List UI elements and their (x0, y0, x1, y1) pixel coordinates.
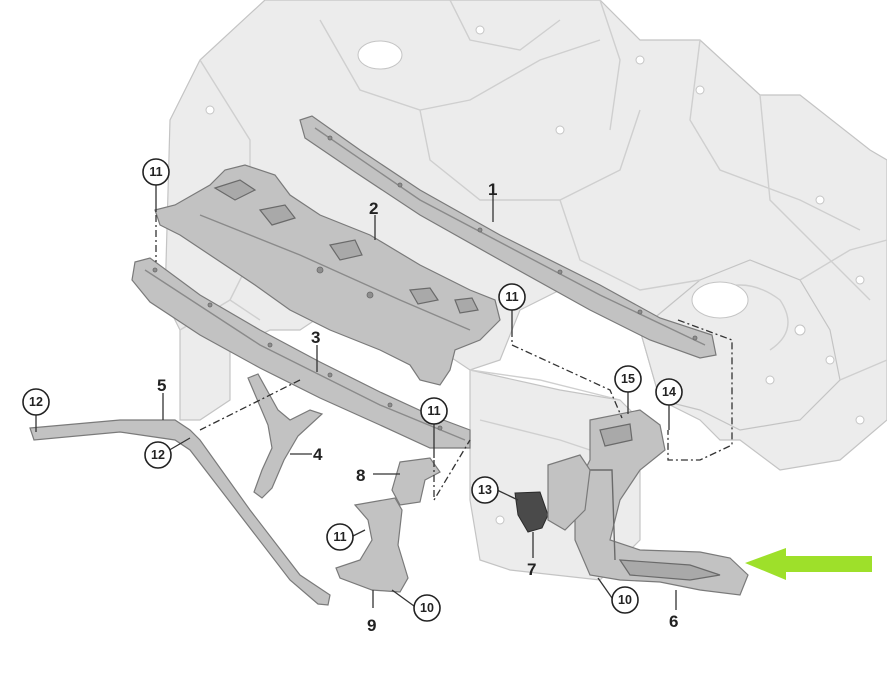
part-3-lower-beam (131, 257, 471, 449)
svg-text:14: 14 (662, 385, 676, 399)
callout-11-bottom: 11 (326, 523, 354, 551)
svg-text:12: 12 (151, 448, 165, 462)
svg-text:11: 11 (427, 404, 440, 418)
callout-4: 4 (313, 445, 323, 464)
svg-text:12: 12 (29, 395, 43, 409)
svg-text:10: 10 (618, 593, 632, 607)
svg-text:10: 10 (420, 601, 434, 615)
part-9-side-bracket (335, 497, 409, 593)
svg-text:11: 11 (149, 165, 162, 179)
callout-10-center: 10 (413, 594, 441, 622)
callout-2: 2 (369, 199, 378, 218)
part-13-dark-block (514, 491, 549, 533)
callout-11-top-left: 11 (142, 158, 170, 186)
callout-12-left: 12 (22, 388, 50, 416)
callout-9: 9 (367, 616, 376, 635)
part-8-bracket (391, 457, 441, 506)
callout-12-brace: 12 (144, 441, 172, 469)
callout-5: 5 (157, 376, 166, 395)
part-2-shield-panel (154, 164, 501, 386)
part-5-brace (29, 419, 331, 606)
callout-11-center: 11 (498, 283, 526, 311)
circled-callouts: 11 11 11 11 12 12 13 14 (22, 158, 683, 622)
svg-text:11: 11 (333, 530, 346, 544)
callout-7: 7 (527, 560, 536, 579)
part-6-carrier-assembly (574, 409, 749, 596)
part-4-y-bracket (247, 373, 324, 499)
callout-3: 3 (311, 328, 320, 347)
svg-text:15: 15 (621, 372, 635, 386)
callout-15: 15 (614, 365, 642, 393)
callout-11-lower: 11 (420, 397, 448, 425)
callout-1: 1 (488, 180, 497, 199)
callout-6: 6 (669, 612, 678, 631)
callout-13: 13 (471, 476, 499, 504)
direction-arrow-icon (745, 548, 872, 580)
svg-text:11: 11 (505, 290, 518, 304)
plain-callouts: 1 2 3 4 5 6 7 8 9 (157, 180, 678, 635)
part-1-upper-rail (299, 115, 717, 359)
assembly-lines (155, 215, 733, 503)
leader-lines (35, 185, 677, 610)
svg-text:13: 13 (478, 483, 492, 497)
callout-8: 8 (356, 466, 365, 485)
callout-14: 14 (655, 378, 683, 406)
callout-10-right: 10 (611, 586, 639, 614)
part-7-mount (547, 454, 591, 531)
